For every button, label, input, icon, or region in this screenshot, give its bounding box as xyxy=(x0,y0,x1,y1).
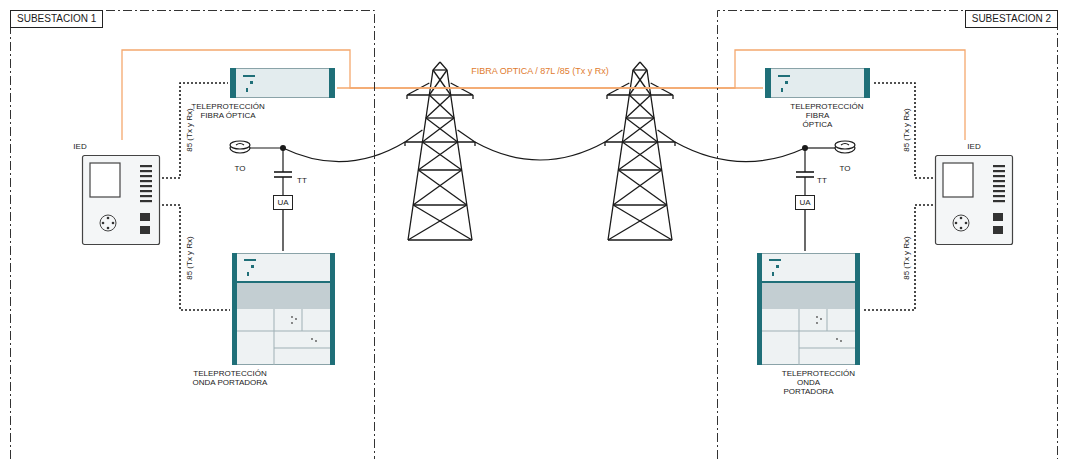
junction-dot xyxy=(280,145,286,151)
component-label: TT xyxy=(817,176,827,185)
link-label: 85 (Tx y Rx) xyxy=(902,234,911,282)
capacitor-wire xyxy=(282,148,283,172)
ied-device: IED xyxy=(933,140,1015,248)
capacitor-plate xyxy=(796,176,814,178)
device-label: IED xyxy=(73,142,86,151)
link-label: 85 (Tx y Rx) xyxy=(185,106,194,154)
signal-link xyxy=(162,83,228,178)
device-illustration xyxy=(935,155,1013,245)
component-label: TO xyxy=(235,164,246,173)
conductor xyxy=(475,142,605,160)
capacitor-plate xyxy=(796,171,814,173)
substation-heading: SUBESTACION 1 xyxy=(10,10,103,28)
link-label: 85 (Tx y Rx) xyxy=(902,106,911,154)
junction-dot xyxy=(802,145,808,151)
capacitor-wire xyxy=(804,148,805,172)
coax-link xyxy=(804,210,805,251)
capacitor-plate xyxy=(274,176,292,178)
device-illustration xyxy=(82,155,160,245)
substation-region: TELEPROTECCIÓN FIBRA ÓPTICA IED UA TELEPROT… xyxy=(717,10,1058,459)
device-label: UA xyxy=(796,198,814,207)
signal-link xyxy=(162,205,230,310)
link-label: 85 (Tx y Rx) xyxy=(185,234,194,282)
coupling-unit-box: UA xyxy=(273,195,293,210)
device-label: UA xyxy=(274,198,292,207)
fiber-teleprotection: TELEPROTECCIÓN FIBRA ÓPTICA xyxy=(763,66,872,132)
component-label: TT xyxy=(297,176,307,185)
device-illustration xyxy=(230,68,335,98)
conductor xyxy=(283,142,405,162)
device-illustration xyxy=(232,253,335,365)
ied-device: IED xyxy=(80,140,162,248)
trap-wire xyxy=(805,147,835,148)
transmission-tower xyxy=(405,62,475,240)
substation-heading: SUBESTACION 2 xyxy=(965,10,1058,28)
carrier-teleprotection: TELEPROTECCIÓN ONDA PORTADORA xyxy=(230,251,337,399)
device-label: TELEPROTECCIÓN ONDA PORTADORA xyxy=(782,369,836,397)
device-label: TELEPROTECCIÓN ONDA PORTADORA xyxy=(184,369,276,387)
trap-wire xyxy=(250,147,283,148)
device-illustration xyxy=(765,68,870,98)
capacitor-wire xyxy=(804,177,805,195)
coupling-unit-box: UA xyxy=(795,195,815,210)
carrier-teleprotection: TELEPROTECCIÓN ONDA PORTADORA xyxy=(755,251,862,399)
signal-link xyxy=(872,83,933,178)
capacitor-plate xyxy=(274,171,292,173)
line-trap-symbol xyxy=(835,141,855,153)
device-illustration xyxy=(757,253,860,365)
link-label: FIBRA OPTICA / 87L /85 (Tx y Rx) xyxy=(469,66,611,76)
component-label: TO xyxy=(840,164,851,173)
coax-link xyxy=(282,210,283,251)
line-trap-symbol xyxy=(230,141,250,153)
transmission-tower xyxy=(605,62,675,240)
signal-link xyxy=(862,205,933,310)
device-label: TELEPROTECCIÓN FIBRA ÓPTICA xyxy=(790,102,845,130)
device-label: IED xyxy=(954,142,995,151)
device-label: TELEPROTECCIÓN FIBRA ÓPTICA xyxy=(182,102,274,120)
capacitor-wire xyxy=(282,177,283,195)
conductor xyxy=(675,142,805,162)
fiber-teleprotection: TELEPROTECCIÓN FIBRA ÓPTICA xyxy=(228,66,337,126)
fiber-link xyxy=(122,50,965,140)
